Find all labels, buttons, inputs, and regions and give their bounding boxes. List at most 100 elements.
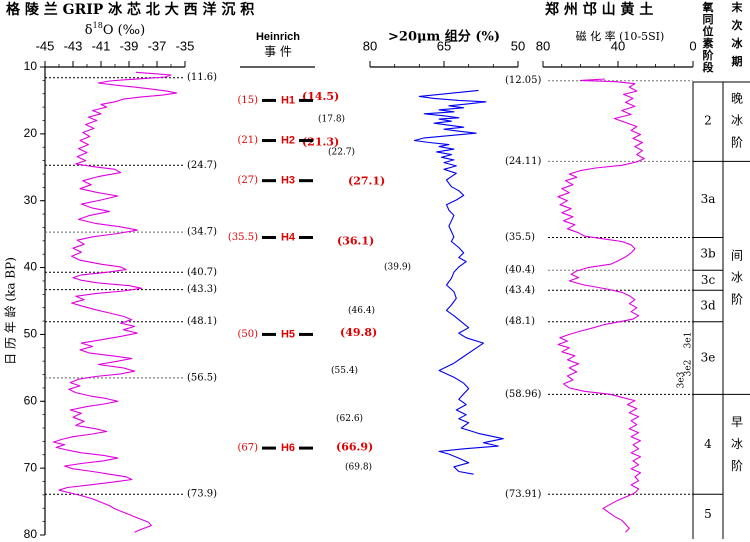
magsus-x-tick-label: 0 [689, 38, 696, 53]
grain-annotation: (55.4) [331, 365, 358, 376]
glacial-title-char: 期 [732, 54, 743, 68]
mis-stage-label: 3d [700, 299, 716, 313]
glacial-stage-char: 阶 [731, 459, 743, 473]
magsus-xlabel: 磁 化 率 (10-5SI) [576, 29, 665, 43]
grip-x-tick-label: -37 [148, 38, 167, 53]
grain-size-series [413, 89, 504, 475]
heinrich-subtitle: 事 件 [264, 45, 292, 59]
grain-x-tick-label: 65 [437, 38, 451, 53]
mis-sub-label: 3e2 [684, 360, 694, 377]
grain-x-tick-label: 80 [363, 38, 377, 53]
magsus-series [557, 78, 645, 533]
grain-annotation: (66.9) [336, 440, 373, 453]
glacial-stage-char: 晚 [731, 92, 743, 106]
grain-annotation: (46.4) [348, 305, 375, 316]
mis-title-char: 位 [703, 24, 714, 38]
heinrich-event-age: (21) [237, 135, 258, 146]
grain-annotation: (17.8) [318, 114, 345, 125]
heinrich-title: Heinrich [256, 31, 300, 43]
magsus-boundary-label: (24.11) [505, 156, 542, 167]
grip-x-tick-label: -45 [36, 38, 55, 53]
heinrich-event-age: (15) [237, 95, 258, 106]
grip-x-tick-label: -41 [92, 38, 111, 53]
grip-boundary-label: (34.7) [187, 227, 217, 238]
magsus-boundary-label: (48.1) [505, 316, 535, 327]
heinrich-event-name: H3 [281, 175, 295, 187]
mis-stage-label: 3c [701, 273, 716, 287]
glacial-stage-char: 间 [731, 248, 743, 262]
glacial-stage-char: 冰 [731, 437, 743, 451]
y-tick-label: 50 [24, 327, 38, 341]
magsus-x-tick-label: 40 [611, 38, 625, 53]
grip-d18o-series [52, 71, 178, 533]
y-tick-label: 60 [24, 393, 38, 407]
grain-annotation: (39.9) [384, 261, 411, 272]
magsus-boundary-label: (43.4) [505, 285, 535, 296]
glacial-title-char: 末 [731, 0, 744, 14]
mis-stage-label: 3b [700, 246, 716, 260]
heinrich-event-name: H1 [281, 94, 295, 106]
grain-annotation: (22.7) [328, 146, 355, 157]
grip-boundary-label: (73.9) [187, 489, 217, 500]
grip-xlabel: δ18O (‰) [85, 21, 145, 38]
glacial-title-char: 次 [732, 18, 743, 32]
heinrich-event-name: H2 [281, 134, 295, 146]
grain-annotation: (69.8) [345, 461, 372, 472]
heinrich-event-age: (27) [237, 175, 258, 186]
grip-boundary-label: (11.6) [187, 72, 217, 83]
heinrich-event-name: H6 [281, 442, 295, 454]
grain-annotation: (62.6) [336, 413, 363, 424]
mis-sub-label: 3e3 [677, 371, 687, 388]
y-tick-label: 80 [24, 527, 38, 541]
grain-annotation: (49.8) [340, 326, 377, 339]
glacial-stage-char: 早 [731, 415, 743, 429]
mis-title-char: 同 [703, 13, 714, 26]
y-tick-label: 70 [24, 460, 38, 474]
mis-sub-label: 3e1 [684, 332, 694, 349]
mis-title-char: 阶 [703, 48, 715, 62]
grip-boundary-label: (56.5) [187, 372, 217, 383]
heinrich-event-age: (35.5) [228, 232, 258, 243]
magsus-boundary-label: (58.96) [505, 389, 542, 400]
mis-stage-label: 2 [704, 114, 712, 128]
grip-boundary-label: (43.3) [187, 284, 217, 295]
y-tick-label: 30 [24, 193, 38, 207]
y-axis-label: 日 历 年 龄 (ka BP) [4, 257, 18, 365]
grain-x-tick-label: 50 [511, 38, 525, 53]
grip-boundary-label: (40.7) [187, 267, 217, 278]
heinrich-event-age: (67) [237, 443, 258, 454]
heinrich-event-name: H4 [281, 231, 296, 243]
loess-panel-title: 郑 州 邙 山 黄 土 [545, 1, 653, 18]
magsus-boundary-label: (40.4) [505, 265, 535, 276]
heinrich-event-age: (50) [237, 329, 258, 340]
mis-stage-label: 4 [704, 437, 712, 451]
grain-xlabel: >20μm 组分 (%) [388, 29, 500, 45]
grain-annotation: (36.1) [337, 234, 374, 247]
grain-annotation: (27.1) [348, 174, 385, 187]
grip-x-tick-label: -39 [120, 38, 139, 53]
mis-stage-label: 3a [701, 192, 716, 206]
glacial-stage-char: 阶 [731, 292, 743, 306]
grip-x-tick-label: -43 [64, 38, 83, 53]
magsus-boundary-label: (73.91) [505, 489, 542, 500]
glacial-stage-char: 阶 [731, 136, 743, 150]
grip-boundary-label: (48.1) [187, 316, 217, 327]
heinrich-event-name: H5 [281, 328, 295, 340]
grain-annotation: (21.3) [302, 136, 339, 149]
mis-title-char: 段 [703, 60, 714, 74]
grip-boundary-label: (24.7) [187, 160, 217, 171]
y-tick-label: 10 [24, 59, 38, 73]
magsus-boundary-label: (35.5) [505, 232, 535, 243]
grip-x-tick-label: -35 [176, 38, 195, 53]
mis-title-char: 氧 [702, 0, 714, 14]
y-tick-label: 20 [24, 126, 38, 140]
magsus-x-tick-label: 80 [536, 38, 550, 53]
glacial-stage-char: 冰 [731, 270, 743, 284]
mis-stage-label: 5 [704, 507, 712, 521]
mis-title-char: 素 [703, 36, 714, 50]
glacial-stage-char: 冰 [731, 114, 743, 128]
glacial-title-char: 冰 [732, 36, 744, 50]
mis-stage-label: 3e [701, 351, 716, 365]
y-tick-label: 40 [24, 260, 38, 274]
